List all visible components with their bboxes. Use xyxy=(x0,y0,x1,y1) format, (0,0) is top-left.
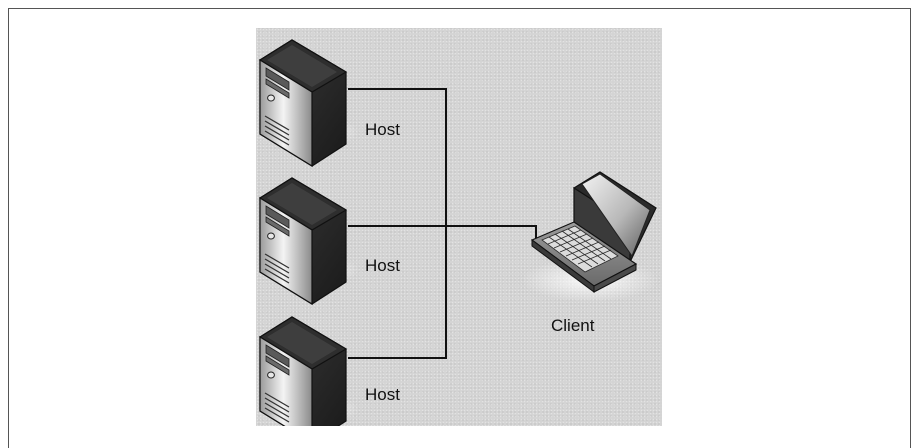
host1-server-icon xyxy=(256,39,360,167)
host2-label: Host xyxy=(365,256,400,275)
client-laptop-icon xyxy=(521,171,659,303)
host3-label: Host xyxy=(365,385,400,404)
figure-frame xyxy=(8,8,911,448)
link-host2-client xyxy=(348,225,537,240)
diagram-canvas xyxy=(256,39,659,426)
host2-server-icon xyxy=(256,177,360,305)
client-label: Client xyxy=(551,316,595,335)
network-diagram: Host Host Host Client xyxy=(256,28,662,426)
host1-label: Host xyxy=(365,120,400,139)
host3-server-icon xyxy=(256,316,360,426)
